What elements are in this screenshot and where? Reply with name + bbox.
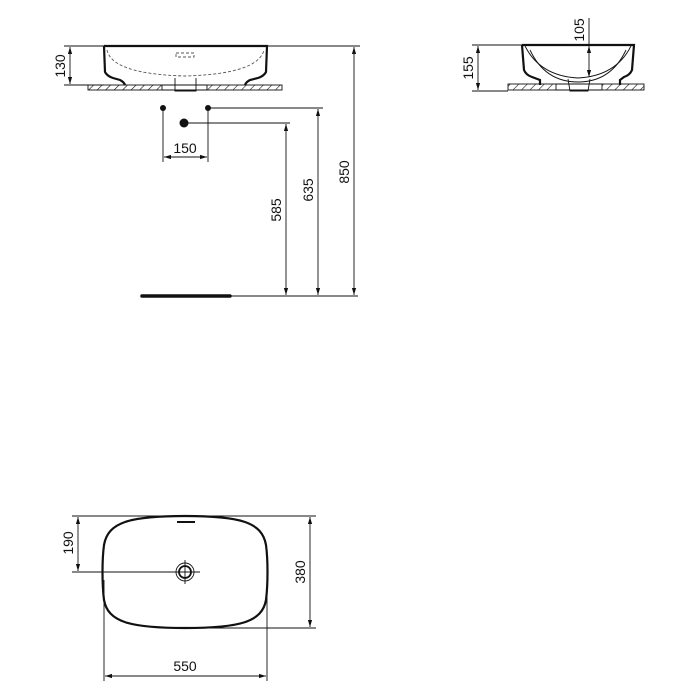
dimension-585: 585 <box>268 198 284 222</box>
dimension-130: 130 <box>52 54 68 78</box>
dimension-105: 105 <box>571 18 587 42</box>
dimension-150: 150 <box>173 140 197 156</box>
dimension-190: 190 <box>60 531 76 555</box>
countertop-left <box>87 84 163 91</box>
dimension-550: 550 <box>173 658 197 674</box>
dimension-155: 155 <box>460 56 476 80</box>
waste-outlet <box>174 78 197 92</box>
front-view: 130 150 585 635 850 <box>52 44 360 298</box>
dimension-380: 380 <box>292 560 308 584</box>
dimension-635: 635 <box>300 178 316 202</box>
overflow-slot <box>175 52 195 58</box>
side-countertop-right <box>601 83 645 91</box>
basin-front-outline <box>102 44 269 86</box>
side-view: 155 105 <box>460 18 645 92</box>
basin-side-outline <box>520 43 636 85</box>
plan-view: 190 380 550 <box>60 514 316 681</box>
basin-side-bowl <box>524 45 632 79</box>
dimension-850: 850 <box>336 160 352 184</box>
side-countertop-left <box>507 83 557 91</box>
basin-inner-hidden-line <box>106 49 265 77</box>
countertop-right <box>206 84 283 91</box>
